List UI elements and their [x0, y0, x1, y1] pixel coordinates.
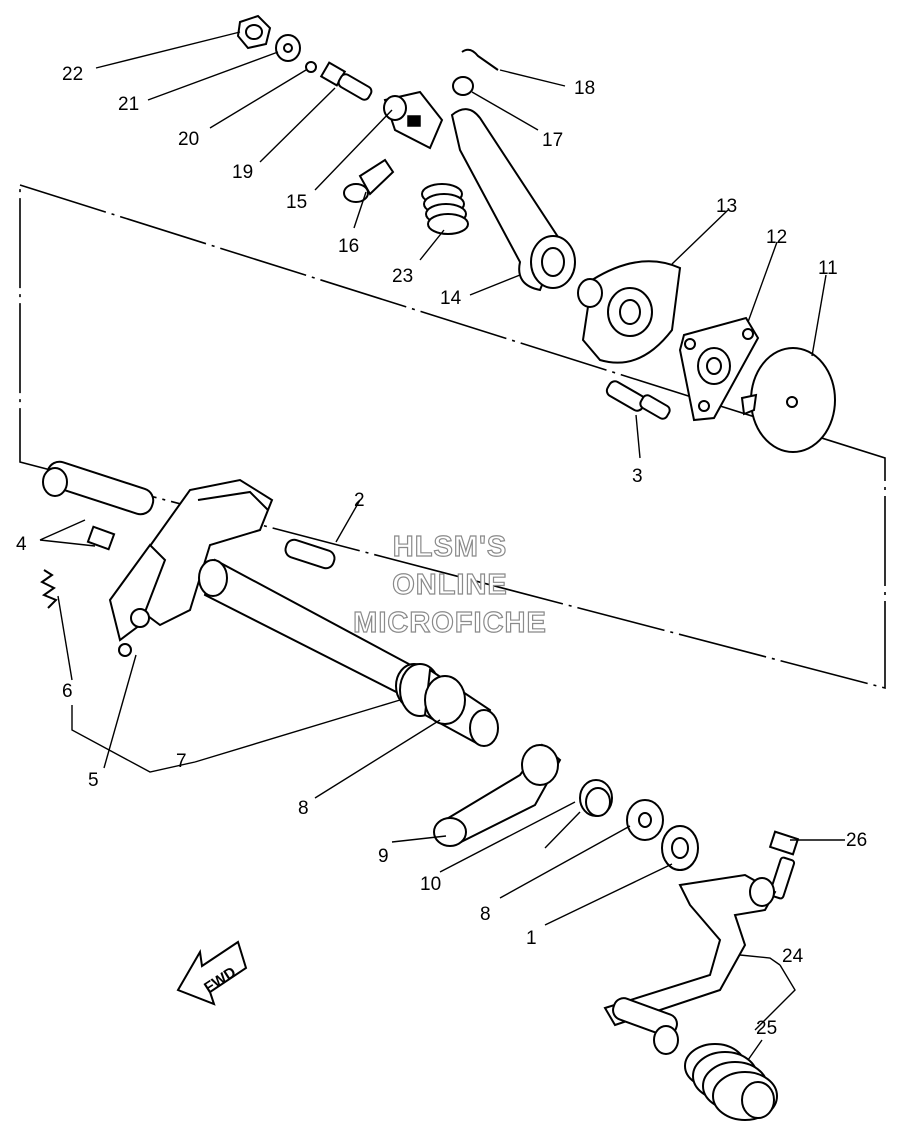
part-spring-10 — [544, 779, 613, 849]
part-spring-23 — [421, 183, 469, 235]
part-bushing-1 — [661, 825, 699, 871]
label-4: 4 — [16, 534, 27, 555]
label-21: 21 — [118, 94, 139, 115]
label-25: 25 — [756, 1018, 777, 1039]
part-shift-rod-14 — [450, 108, 576, 292]
forward-direction-arrow: FWD — [176, 940, 248, 1006]
part-shift-lever-4 — [42, 460, 274, 657]
part-plate-12 — [678, 316, 760, 422]
part-cover-13 — [577, 260, 682, 364]
label-7: 7 — [176, 751, 187, 772]
part-washer-8 — [626, 799, 664, 841]
watermark-line-1: HLSM'S — [393, 531, 507, 563]
label-3: 3 — [632, 466, 643, 487]
part-washer-17 — [452, 76, 474, 96]
label-2: 2 — [354, 490, 365, 511]
part-labels: 22 21 20 19 18 17 15 16 23 14 13 12 11 3… — [16, 64, 867, 1039]
label-19: 19 — [232, 162, 253, 183]
watermark: HLSM'S ONLINE MICROFICHE — [353, 530, 547, 639]
label-10: 10 — [420, 874, 441, 895]
label-15: 15 — [286, 192, 307, 213]
label-17: 17 — [542, 130, 563, 151]
label-23: 23 — [392, 266, 413, 287]
leader-lines — [39, 31, 845, 1061]
watermark-line-2: ONLINE — [392, 569, 508, 601]
label-11: 11 — [818, 258, 838, 279]
assembly-frame — [19, 183, 886, 690]
label-5: 5 — [88, 770, 99, 791]
label-8-upper: 8 — [298, 798, 309, 819]
part-stud-3 — [605, 380, 671, 420]
label-14: 14 — [440, 288, 462, 309]
label-1: 1 — [526, 928, 537, 949]
part-nut-22 — [236, 14, 272, 50]
part-pin-2 — [284, 538, 336, 570]
label-13: 13 — [716, 196, 737, 217]
part-shift-shaft-7 — [198, 558, 499, 747]
part-shift-pedal-24 — [603, 873, 777, 1055]
part-rubber-25 — [684, 1043, 778, 1121]
part-arm-9 — [433, 743, 562, 847]
label-6: 6 — [62, 681, 73, 702]
part-washer-21 — [275, 34, 301, 62]
part-bolt-26 — [768, 830, 800, 900]
label-22: 22 — [62, 64, 83, 85]
label-9: 9 — [378, 846, 389, 867]
label-16: 16 — [338, 236, 359, 257]
part-spring-6 — [40, 569, 58, 609]
part-cam-11 — [740, 347, 836, 453]
part-bolt-19 — [319, 61, 373, 101]
label-20: 20 — [178, 129, 199, 150]
watermark-line-3: MICROFICHE — [353, 607, 547, 639]
label-18: 18 — [574, 78, 595, 99]
part-pin-16 — [343, 158, 395, 203]
label-24: 24 — [782, 946, 804, 967]
label-8-lower: 8 — [480, 904, 491, 925]
part-cotter-pin-18 — [461, 48, 499, 71]
part-joint-15 — [383, 90, 444, 150]
part-ring-20 — [305, 61, 317, 73]
label-12: 12 — [766, 227, 787, 248]
label-26: 26 — [846, 830, 867, 851]
